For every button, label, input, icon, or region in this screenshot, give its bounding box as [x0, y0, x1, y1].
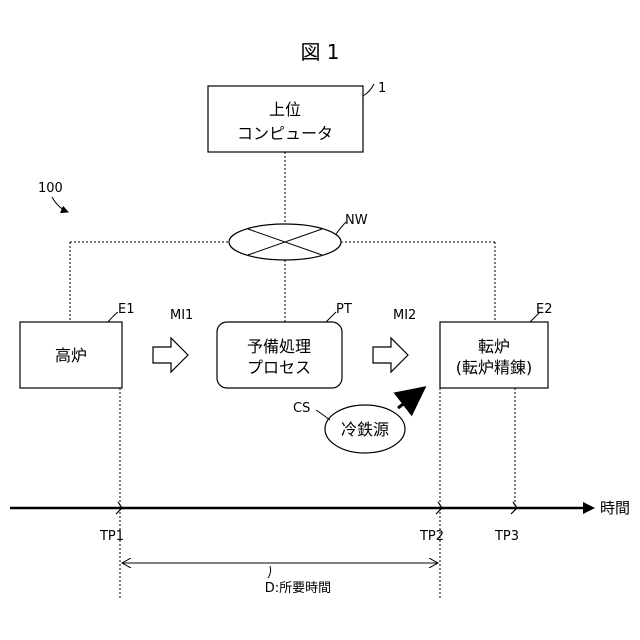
cold-iron-source-leader	[316, 410, 330, 420]
cold-iron-supply-arrow	[398, 388, 424, 408]
converter-line2: (転炉精錬)	[456, 358, 533, 377]
system-ref: 100	[38, 181, 63, 196]
cold-iron-source-ref: CS	[293, 401, 310, 416]
blast-furnace-label: 高炉	[55, 346, 87, 365]
figure-title: 図 1	[300, 40, 339, 64]
host-computer-ref: 1	[378, 81, 386, 96]
network-ref: NW	[345, 213, 368, 228]
time-axis-label: 時間	[600, 499, 630, 517]
time-point-label: TP3	[494, 529, 519, 544]
molten-iron-2-arrow	[373, 338, 408, 372]
cold-iron-source-label: 冷鉄源	[341, 420, 389, 439]
time-axis-arrowhead	[583, 502, 595, 514]
blast-furnace-ref: E1	[118, 302, 135, 317]
time-point-label: TP1	[99, 529, 124, 544]
preliminary-process-line1: 予備処理	[247, 337, 311, 356]
molten-iron-2-ref: MI2	[393, 308, 416, 323]
preliminary-process-leader	[326, 312, 336, 322]
network-icon	[229, 224, 341, 260]
system-ref-arrow	[52, 197, 68, 212]
preliminary-process-line2: プロセス	[247, 358, 311, 377]
molten-iron-1-arrow	[153, 338, 188, 372]
converter-ref: E2	[536, 302, 553, 317]
host-computer-leader	[363, 84, 374, 96]
time-point-label: TP2	[419, 529, 444, 544]
blast-furnace-leader	[108, 312, 118, 322]
host-computer-line1: 上位	[269, 100, 301, 119]
duration-label: D:所要時間	[265, 581, 331, 596]
molten-iron-1-ref: MI1	[170, 308, 193, 323]
converter-line1: 転炉	[478, 337, 510, 356]
preliminary-process-ref: PT	[336, 302, 352, 317]
duration-leader	[268, 566, 271, 578]
host-computer-line2: コンピュータ	[237, 124, 333, 143]
